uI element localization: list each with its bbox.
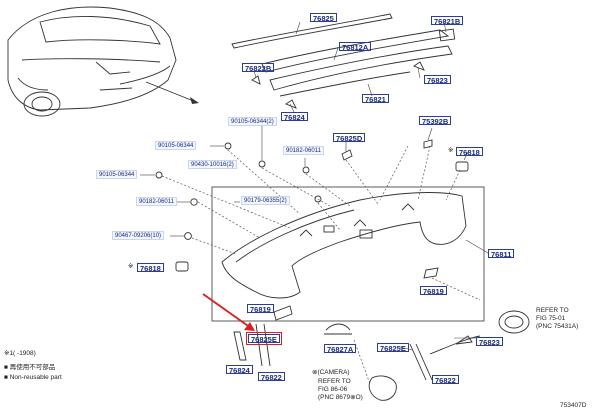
label-76827a: 76827A	[324, 344, 357, 354]
car-pointer-arrow	[145, 81, 199, 104]
label-90105-06344-2: 90105-06344(2)	[228, 117, 277, 126]
upper-spoiler-parts	[231, 13, 456, 109]
label-76824-bottom: 76824	[226, 365, 253, 375]
label-76819-right: 76819	[420, 286, 447, 296]
label-76822-left: 76822	[258, 372, 285, 382]
legend-non-reusable-jp: ■ 再使用不可部品	[4, 364, 56, 371]
label-90182-06011-upper: 90182-06011	[283, 146, 324, 155]
label-76819-left: 76819	[247, 304, 274, 314]
label-90105-06344-upper: 90105-06344	[155, 141, 197, 150]
highlighted-part-frame	[246, 332, 282, 345]
label-90105-06344-lower: 90105-06344	[96, 170, 138, 179]
label-76822-right: 76822	[432, 375, 459, 385]
label-76812a: 76812A	[339, 42, 372, 52]
label-76825d: 76825D	[333, 133, 366, 143]
non-reusable-mark-right: ※	[448, 147, 454, 154]
label-76822b: 76822B	[242, 63, 275, 73]
car-rear-illustration	[7, 6, 177, 117]
label-90430-10016: 90430-10016(2)	[188, 160, 237, 169]
refer-pnc-8679: (PNC 8679⊗O)	[318, 394, 363, 401]
label-76823-top: 76823	[424, 75, 451, 85]
spoiler-group-box	[211, 186, 485, 322]
spoiler-main-part	[221, 192, 467, 299]
fasteners	[155, 139, 469, 321]
label-76825: 76825	[310, 13, 337, 23]
label-75392b: 75392B	[419, 116, 452, 126]
red-highlight-arrow	[202, 293, 255, 331]
label-76818-left: 76818	[137, 263, 164, 273]
label-76821: 76821	[362, 94, 389, 104]
label-76821b: 76821B	[431, 16, 464, 26]
refer-pnc-75431a: (PNC 75431A)	[536, 323, 579, 330]
leader-lines	[161, 145, 481, 301]
label-76825e-highlighted[interactable]: 76825E	[248, 334, 280, 344]
legend-non-reusable-en: ■ Non-reusable part	[4, 374, 62, 381]
figure-code: 753407D	[560, 402, 587, 409]
refer-fig-75-01[interactable]: FIG 75-01	[536, 315, 566, 322]
refer-to-text-bottom: REFER TO	[318, 378, 351, 385]
label-90467-09206: 90467-09206(10)	[112, 231, 165, 240]
camera-note: ⊗(CAMERA)	[312, 369, 350, 376]
refer-to-text-right: REFER TO	[536, 307, 569, 314]
legend-date-note: ※1( -1908)	[4, 350, 36, 357]
non-reusable-mark-left: ※	[128, 263, 134, 270]
label-76825e: 76825E	[377, 343, 409, 353]
label-76824-top: 76824	[281, 112, 308, 122]
label-90179-06355: 90179-06355(2)	[241, 196, 290, 205]
refer-fig-86-06[interactable]: FIG 86-06	[318, 386, 348, 393]
label-90182-06011-lower: 90182-06011	[136, 197, 177, 206]
label-76811: 76811	[488, 249, 515, 259]
label-76823-bottom: 76823	[476, 337, 503, 347]
label-76818-right: 76818	[456, 147, 483, 157]
lower-parts	[233, 310, 530, 401]
